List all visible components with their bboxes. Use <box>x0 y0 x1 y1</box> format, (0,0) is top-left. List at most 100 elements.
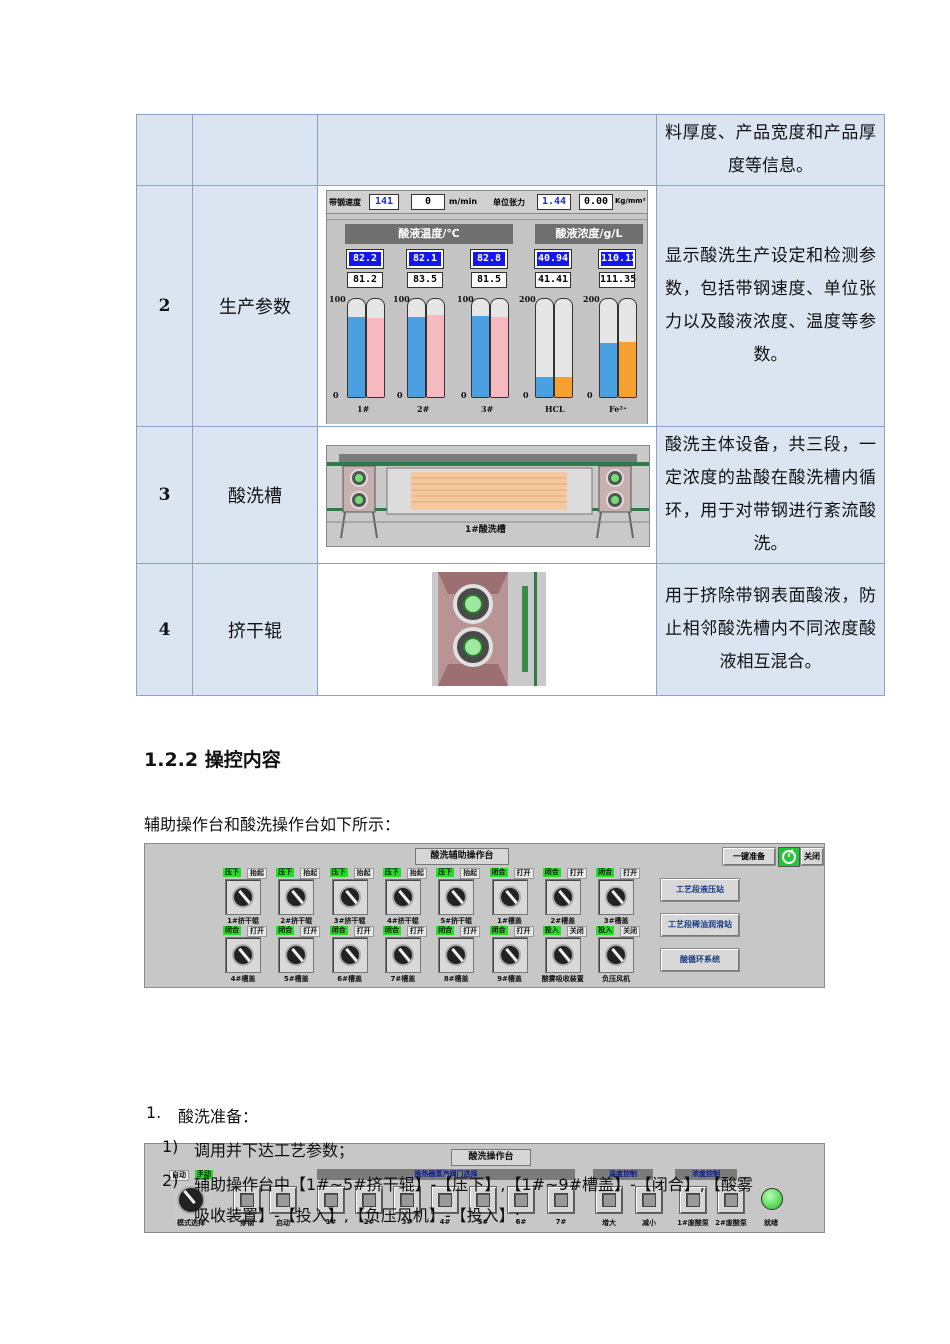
level-gauge <box>407 298 426 398</box>
selector-knob[interactable] <box>491 879 528 915</box>
selector-knob[interactable] <box>491 937 528 973</box>
pickle-button[interactable] <box>507 1186 535 1214</box>
knob-off-tag: 抬起 <box>406 868 427 879</box>
pickle-button[interactable] <box>635 1186 663 1214</box>
setpoint-value: 82.8 <box>470 249 508 269</box>
knob-off-tag: 打开 <box>513 926 534 937</box>
pickle-button[interactable] <box>393 1186 421 1214</box>
selector-knob[interactable] <box>278 937 315 973</box>
gauge-label: HCL <box>545 404 565 414</box>
scale-min-label: 0 <box>587 390 593 400</box>
selector-knob[interactable] <box>598 879 635 915</box>
selector-knob[interactable] <box>598 937 635 973</box>
row-image <box>317 563 657 696</box>
knob-on-tag: 闭合 <box>436 926 455 935</box>
knob-off-tag: 打开 <box>460 926 481 937</box>
knob-disc <box>498 886 521 908</box>
pickling-operation-panel: 酸洗操作台 自动 手动 模式选择 换热器蒸汽阀门选择 温度控制 浓度控制 穿钢启… <box>144 1143 825 1233</box>
scale-min-label: 0 <box>461 390 467 400</box>
knob-on-tag: 闭合 <box>329 926 348 935</box>
knob-on-tag: 闭合 <box>542 868 561 877</box>
row-image: 1#酸洗槽 <box>317 426 657 564</box>
knob-label: 8#槽盖 <box>443 975 469 983</box>
level-gauge-fill <box>427 315 444 397</box>
pickle-button[interactable] <box>431 1186 459 1214</box>
selector-knob[interactable] <box>438 937 475 973</box>
scale-min-label: 0 <box>523 390 529 400</box>
scale-min-label: 0 <box>333 390 339 400</box>
knob-disc <box>391 944 414 966</box>
knob-label: 2#槽盖 <box>550 917 576 925</box>
lubrication-station-button[interactable]: 工艺段稀油润滑站 <box>660 913 740 937</box>
knob-label: 3#槽盖 <box>603 917 629 925</box>
pickle-button[interactable] <box>233 1186 261 1214</box>
selector-knob[interactable] <box>384 879 421 915</box>
knob-off-tag: 打开 <box>300 926 321 937</box>
selector-knob[interactable] <box>225 879 261 915</box>
pickle-button-label: 3# <box>401 1218 413 1226</box>
knob-on-tag: 闭合 <box>382 926 401 935</box>
row-image: 带钢速度 141 0 m/min 单位张力 1.44 0.00 Kg/mm² 酸… <box>317 185 657 427</box>
pickle-button-label: 增大 <box>602 1219 616 1227</box>
pickle-button[interactable] <box>355 1186 383 1214</box>
knob-off-tag: 抬起 <box>353 868 374 879</box>
row-name: 酸洗槽 <box>192 426 318 564</box>
table-row: 2 生产参数 带钢速度 141 0 m/min 单位张力 1.44 0.00 K… <box>136 185 885 427</box>
row-image <box>317 114 657 186</box>
level-gauge-fill <box>555 376 572 397</box>
actual-value: 81.2 <box>347 272 383 288</box>
pickle-button[interactable] <box>595 1186 623 1214</box>
pickle-button[interactable] <box>469 1186 497 1214</box>
scale-min-label: 0 <box>397 390 403 400</box>
actual-value: 41.41 <box>535 272 571 288</box>
acid-circulation-button[interactable]: 酸循环系统 <box>660 948 740 972</box>
knob-on-tag: 闭合 <box>596 868 615 877</box>
pickle-button[interactable] <box>679 1186 707 1214</box>
knob-disc <box>232 886 254 908</box>
selector-knob[interactable] <box>225 937 261 973</box>
setpoint-value: 110.12 <box>598 249 637 269</box>
knob-on-tag: 压下 <box>276 868 295 877</box>
knob-label: 1#槽盖 <box>497 917 522 925</box>
knob-on-tag: 压下 <box>329 868 348 877</box>
knob-disc <box>551 886 574 908</box>
knob-label: 3#挤干辊 <box>333 917 366 925</box>
knob-off-tag: 抬起 <box>460 868 481 879</box>
close-button[interactable]: 关闭 <box>800 847 824 866</box>
mode-select-knob[interactable] <box>173 1182 209 1218</box>
selector-knob[interactable] <box>278 879 315 915</box>
row-description: 显示酸洗生产设定和检测参数，包括带钢速度、单位张力以及酸液浓度、温度等参数。 <box>656 185 885 427</box>
pickle-button[interactable] <box>717 1186 745 1214</box>
pickle-panel-title: 酸洗操作台 <box>451 1149 531 1166</box>
selector-knob[interactable] <box>331 879 368 915</box>
aux-panel-title: 酸洗辅助操作台 <box>415 848 509 865</box>
temperature-header: 酸液温度/℃ <box>345 224 513 244</box>
gauge-label: 1# <box>357 404 370 414</box>
valve-group-header: 换热器蒸汽阀门选择 <box>317 1169 575 1180</box>
selector-knob[interactable] <box>384 937 421 973</box>
row-name <box>192 114 318 186</box>
scale-max-label: 100 <box>393 294 410 304</box>
manual-tag: 手动 <box>195 1170 213 1179</box>
refresh-icon[interactable] <box>778 847 800 867</box>
pickle-button[interactable] <box>269 1186 297 1214</box>
pickle-button[interactable] <box>317 1186 345 1214</box>
selector-knob[interactable] <box>331 937 368 973</box>
temp-group-header: 温度控制 <box>593 1169 653 1180</box>
pickle-button[interactable] <box>547 1186 575 1214</box>
row-name: 挤干辊 <box>192 563 318 696</box>
level-gauge-fill <box>367 317 384 397</box>
pickle-button-label: 1# <box>325 1218 337 1226</box>
knob-on-tag: 闭合 <box>276 926 295 935</box>
selector-knob[interactable] <box>544 937 581 973</box>
tension-unit: Kg/mm² <box>615 197 646 205</box>
speed-tension-bar: 带钢速度 141 0 m/min 单位张力 1.44 0.00 Kg/mm² <box>327 191 647 214</box>
level-gauge <box>426 298 445 398</box>
hydraulic-station-button[interactable]: 工艺段液压站 <box>660 878 740 902</box>
knob-label: 1#挤干辊 <box>227 917 259 925</box>
knob-on-tag: 闭合 <box>489 926 508 935</box>
one-key-prepare-button[interactable]: 一键准备 <box>722 847 776 866</box>
selector-knob[interactable] <box>438 879 475 915</box>
selector-knob[interactable] <box>544 879 581 915</box>
